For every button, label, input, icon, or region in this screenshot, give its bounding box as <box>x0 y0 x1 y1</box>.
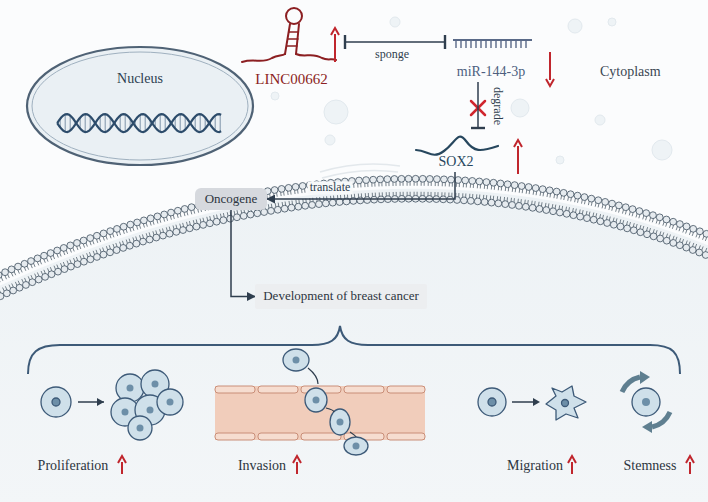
node-text: Invasion <box>238 458 286 474</box>
change-arrow <box>293 456 301 474</box>
node-text: Migration <box>507 458 563 474</box>
mirna-strand <box>453 40 532 48</box>
connector <box>477 82 479 128</box>
edge-label: translate <box>308 181 353 194</box>
region-label: Cytoplasm <box>600 64 661 80</box>
change-arrow <box>686 456 694 474</box>
stemness-illustration <box>622 371 670 433</box>
mirna-label: miR-144-3p <box>445 30 537 82</box>
phenotype-label: Invasion <box>230 456 294 476</box>
mrna-strand <box>416 137 498 155</box>
grouping-brace <box>28 326 680 374</box>
node-text: SOX2 <box>438 154 473 170</box>
lncrna-label: LINC00662 <box>238 4 345 92</box>
nucleus: Nucleus <box>25 45 255 167</box>
nucleus-outline <box>25 45 255 167</box>
node-text: LINC00662 <box>255 71 328 88</box>
change-arrow <box>118 456 126 474</box>
mrna-label: SOX2 <box>410 128 502 172</box>
proliferation-illustration <box>41 370 183 440</box>
invasion-illustration <box>215 349 425 455</box>
node-text: Oncogene <box>205 192 258 207</box>
lncrna-hairpin <box>242 8 336 62</box>
connector <box>345 41 445 43</box>
change-arrow <box>568 456 576 474</box>
edge-label: degrade <box>490 85 503 127</box>
change-arrow <box>331 28 339 62</box>
node-text: Stemness <box>624 458 677 474</box>
outcome-box: Development of breast cancer <box>255 284 427 309</box>
vesicles <box>271 17 672 164</box>
phenotype-label: Migration <box>500 456 570 476</box>
node-text: miR-144-3p <box>457 64 525 80</box>
migration-illustration <box>478 386 586 420</box>
phenotype-label: Proliferation <box>27 456 119 476</box>
change-arrow <box>514 140 522 174</box>
node-text: Development of breast cancer <box>263 289 419 304</box>
node-text: Proliferation <box>38 458 109 474</box>
phenotype-label: Stemness <box>614 456 686 476</box>
change-arrow <box>546 52 554 86</box>
process-box: Oncogene <box>195 188 267 210</box>
connector <box>231 210 255 297</box>
edge-label: sponge <box>373 48 411 61</box>
node-text: Nucleus <box>117 71 163 87</box>
extracellular-ground <box>0 189 708 502</box>
connector <box>267 172 455 199</box>
